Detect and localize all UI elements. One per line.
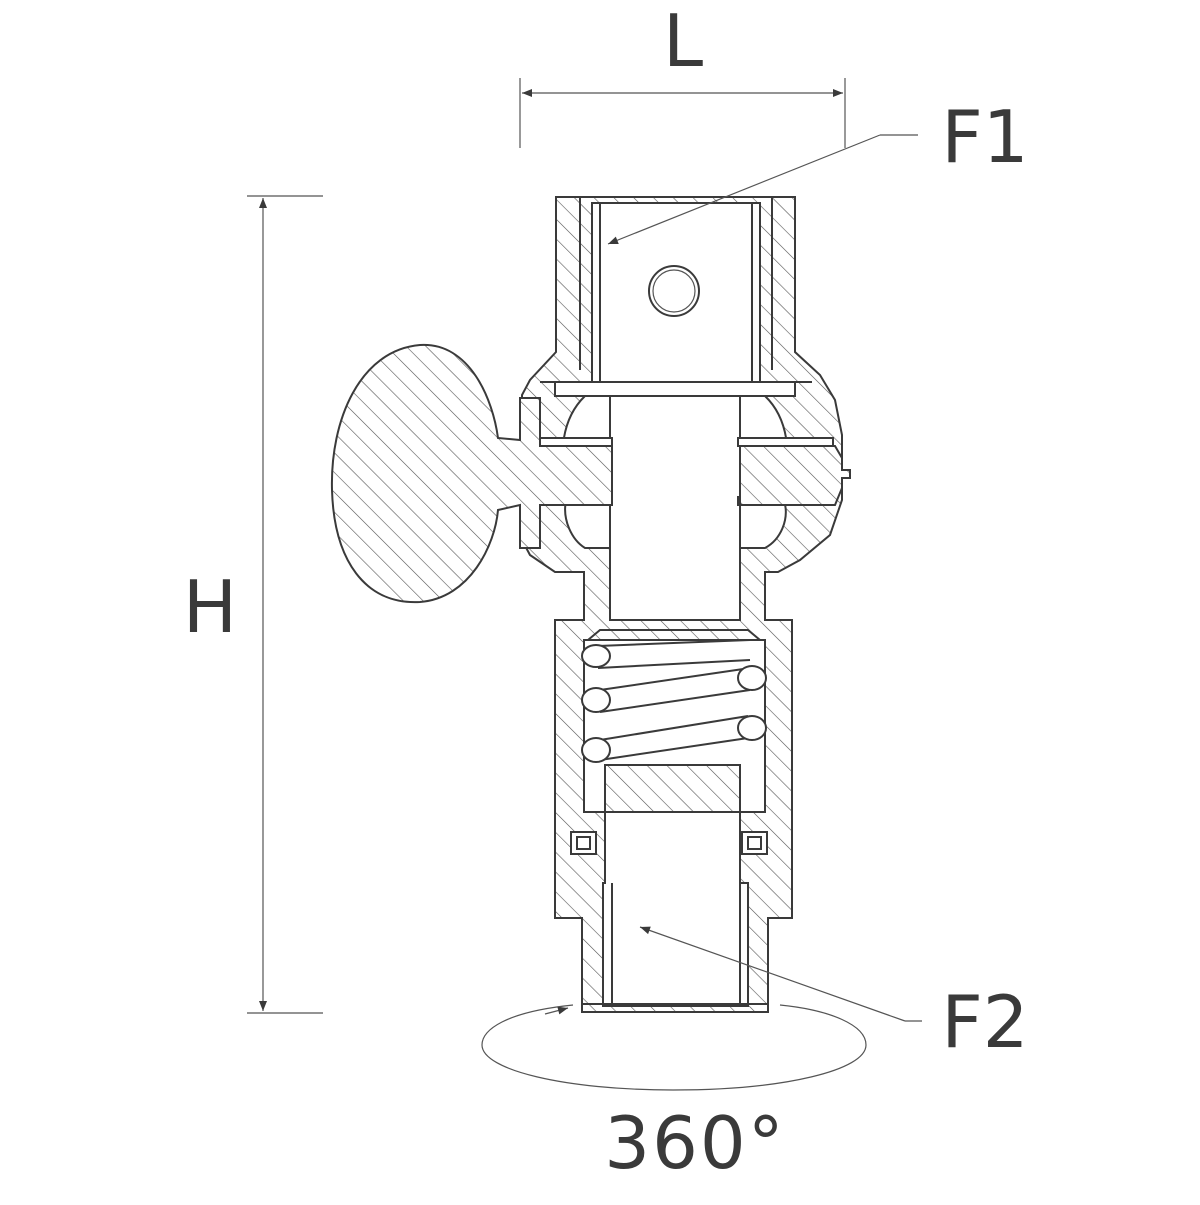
length-label: L [663, 0, 703, 83]
f1-label: F1 [941, 95, 1028, 179]
rotation-indicator: 360° [481, 1004, 867, 1185]
dimension-height: H [183, 195, 323, 1014]
spring [581, 639, 767, 763]
cross-hole [648, 265, 700, 317]
f2-label: F2 [941, 980, 1028, 1064]
callout-f2: F2 [639, 926, 1029, 1064]
rotation-label: 360° [604, 1101, 785, 1185]
callout-f1: F1 [607, 95, 1029, 245]
lower-outlet-body [570, 811, 768, 1007]
spring-chamber [581, 629, 767, 813]
height-label: H [183, 565, 237, 649]
dimension-length: L [519, 0, 846, 148]
handle-knob [330, 343, 851, 604]
